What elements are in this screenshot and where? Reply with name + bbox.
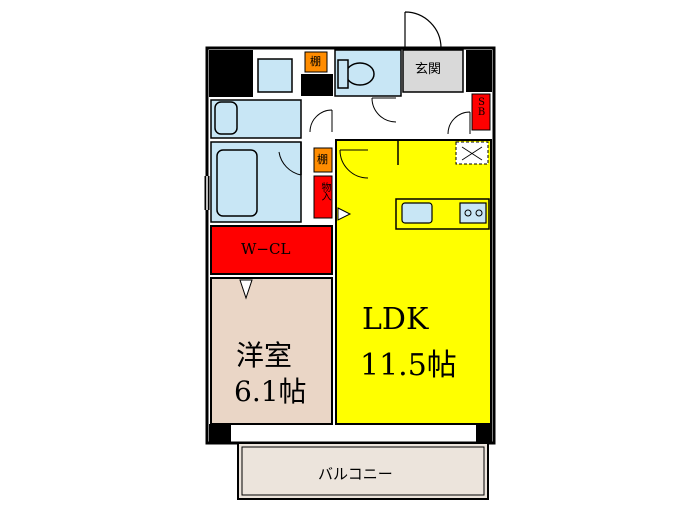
western-door (239, 279, 253, 300)
shelf-top-label: 棚 (310, 55, 321, 68)
storage (313, 175, 333, 219)
western-room-name: 洋室 (236, 339, 293, 372)
entrance-door (404, 11, 442, 49)
bath-door-swing (278, 151, 302, 176)
shoe-box (471, 93, 491, 131)
washroom-door-swing (309, 109, 333, 133)
balcony-inner (241, 446, 485, 496)
ldk-room-size: 11.5帖 (360, 348, 457, 383)
shoe-box-label: SB (476, 97, 487, 117)
ldk-side-door (337, 207, 352, 221)
balcony-label: バルコニー (318, 465, 393, 483)
pillar-top-center (301, 74, 333, 96)
refrigerator-space (455, 141, 489, 165)
pillar-top-left (209, 50, 253, 97)
ldk-room (335, 139, 492, 425)
storage-label: 物入 (319, 182, 330, 200)
western-room (210, 277, 333, 425)
pillar-bottom-right (476, 424, 492, 442)
refrigerator-cross-2 (461, 146, 483, 161)
pillar-bottom-left (209, 424, 231, 442)
walkin-closet (210, 225, 333, 275)
shelf-top (304, 51, 328, 73)
shelf-mid (313, 147, 333, 173)
shelf-mid-label: 棚 (317, 153, 328, 166)
kitchen-sink (401, 202, 433, 224)
burner-2 (475, 209, 483, 217)
pillar-top-right (466, 50, 492, 92)
washbasin (257, 58, 293, 93)
walkin-closet-label: W−CL (241, 240, 291, 258)
washing-machine (214, 101, 238, 135)
entrance (402, 49, 464, 93)
toilet-tank (337, 59, 349, 89)
bathtub (216, 149, 258, 217)
toilet-door-swing (371, 97, 397, 123)
balcony (237, 442, 489, 500)
burner-1 (464, 209, 472, 217)
entrance-label: 玄関 (415, 62, 442, 77)
ldk-room-name: LDK (362, 302, 429, 337)
hall-door-swing (447, 111, 471, 135)
western-room-size: 6.1帖 (234, 375, 307, 408)
kitchen-stove (459, 202, 487, 224)
toilet-bowl (345, 62, 375, 86)
ldk-door-swing (339, 149, 369, 179)
